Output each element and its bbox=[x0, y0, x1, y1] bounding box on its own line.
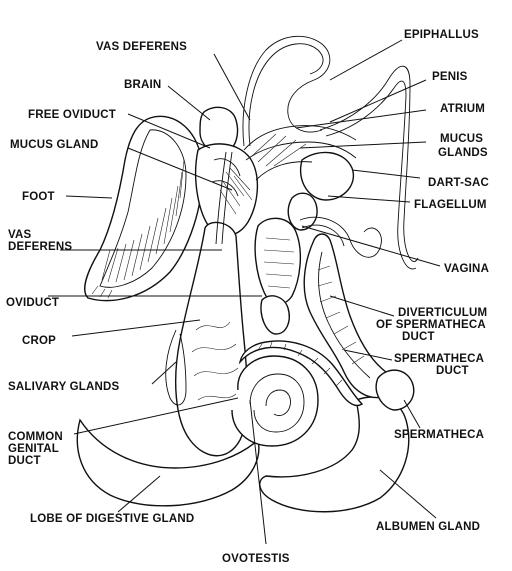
label-vas-deferens-left-line1: VAS bbox=[8, 229, 32, 241]
label-crop: CROP bbox=[22, 335, 56, 347]
label-spermatheca-duct-line2: DUCT bbox=[436, 365, 469, 377]
leader-lobe-digestive-gland bbox=[117, 475, 161, 513]
leader-salivary-glands bbox=[151, 361, 177, 385]
label-lobe-digestive-gland: LOBE OF DIGESTIVE GLAND bbox=[30, 513, 194, 525]
label-diverticulum-line1: DIVERTICULUM bbox=[398, 307, 487, 319]
label-dart-sac: DART-SAC bbox=[428, 177, 489, 189]
leader-foot bbox=[65, 195, 113, 199]
lobe-digestive-gland-shape bbox=[76, 418, 260, 507]
leader-lines bbox=[48, 39, 441, 545]
label-diverticulum-line3: DUCT bbox=[402, 331, 435, 343]
leader-vas-deferens-top bbox=[213, 53, 251, 121]
label-common-genital-duct-line1: COMMON bbox=[8, 431, 63, 443]
leader-ovotestis bbox=[249, 399, 267, 545]
leader-penis bbox=[329, 79, 427, 123]
flagellum-shape bbox=[299, 65, 419, 270]
label-vagina: VAGINA bbox=[444, 263, 489, 275]
leader-albumen-gland bbox=[379, 469, 437, 519]
leader-epiphallus bbox=[329, 39, 403, 81]
labels: VAS DEFERENS EPIPHALLUS BRAIN PENIS FREE… bbox=[6, 29, 489, 565]
leader-spermatheca-duct bbox=[343, 349, 393, 361]
label-oviduct: OVIDUCT bbox=[6, 297, 59, 309]
genital-atrium-shape bbox=[243, 125, 357, 181]
label-penis: PENIS bbox=[432, 71, 468, 83]
label-mucus-glands-line1: MUCUS bbox=[440, 133, 483, 145]
label-vas-deferens-left-line2: DEFERENS bbox=[8, 241, 72, 253]
label-mucus-gland: MUCUS GLAND bbox=[10, 139, 98, 151]
crop-shape bbox=[174, 221, 248, 457]
label-albumen-gland: ALBUMEN GLAND bbox=[376, 521, 480, 533]
leader-vagina bbox=[301, 225, 441, 267]
label-common-genital-duct-line3: DUCT bbox=[8, 455, 41, 467]
anatomy-drawing bbox=[76, 35, 419, 513]
common-genital-duct-shape bbox=[238, 340, 364, 407]
leader-diverticulum bbox=[329, 295, 395, 317]
leader-dart-sac bbox=[351, 169, 421, 179]
label-foot: FOOT bbox=[22, 191, 55, 203]
label-atrium: ATRIUM bbox=[440, 103, 485, 115]
salivary-glands-shape bbox=[165, 329, 187, 406]
vas-deferens-tube-shape bbox=[215, 151, 233, 245]
label-flagellum: FLAGELLUM bbox=[414, 199, 487, 211]
oviduct-shape bbox=[260, 295, 290, 335]
label-mucus-glands-line2: GLANDS bbox=[438, 147, 488, 159]
leader-mucus-glands bbox=[299, 141, 427, 149]
leader-atrium bbox=[295, 109, 427, 129]
head-region bbox=[194, 106, 259, 237]
epiphallus-shape bbox=[242, 35, 331, 147]
label-free-oviduct: FREE OVIDUCT bbox=[28, 109, 116, 121]
label-epiphallus: EPIPHALLUS bbox=[404, 29, 479, 41]
leader-free-oviduct bbox=[127, 113, 211, 149]
leader-brain bbox=[167, 85, 211, 121]
ovotestis-shape bbox=[231, 355, 319, 447]
leader-common-genital-duct bbox=[73, 397, 239, 435]
label-common-genital-duct-line2: GENITAL bbox=[8, 443, 59, 455]
label-salivary-glands: SALIVARY GLANDS bbox=[8, 381, 120, 393]
leader-crop bbox=[71, 319, 201, 337]
label-vas-deferens-top: VAS DEFERENS bbox=[96, 41, 187, 53]
label-ovotestis: OVOTESTIS bbox=[222, 553, 290, 565]
spermatheca-duct-shape bbox=[303, 233, 395, 399]
albumen-gland-shape bbox=[259, 396, 410, 513]
label-brain: BRAIN bbox=[124, 79, 161, 91]
leader-spermatheca bbox=[403, 399, 421, 429]
leader-flagellum bbox=[327, 195, 411, 203]
leader-mucus-gland bbox=[127, 147, 233, 191]
label-diverticulum-line2: OF SPERMATHECA bbox=[376, 319, 486, 331]
foot-shape bbox=[84, 115, 204, 302]
label-spermatheca-duct-line1: SPERMATHECA bbox=[394, 353, 484, 365]
label-spermatheca: SPERMATHECA bbox=[394, 429, 484, 441]
dart-sac-shape bbox=[287, 151, 355, 231]
vagina-shape bbox=[254, 217, 301, 305]
